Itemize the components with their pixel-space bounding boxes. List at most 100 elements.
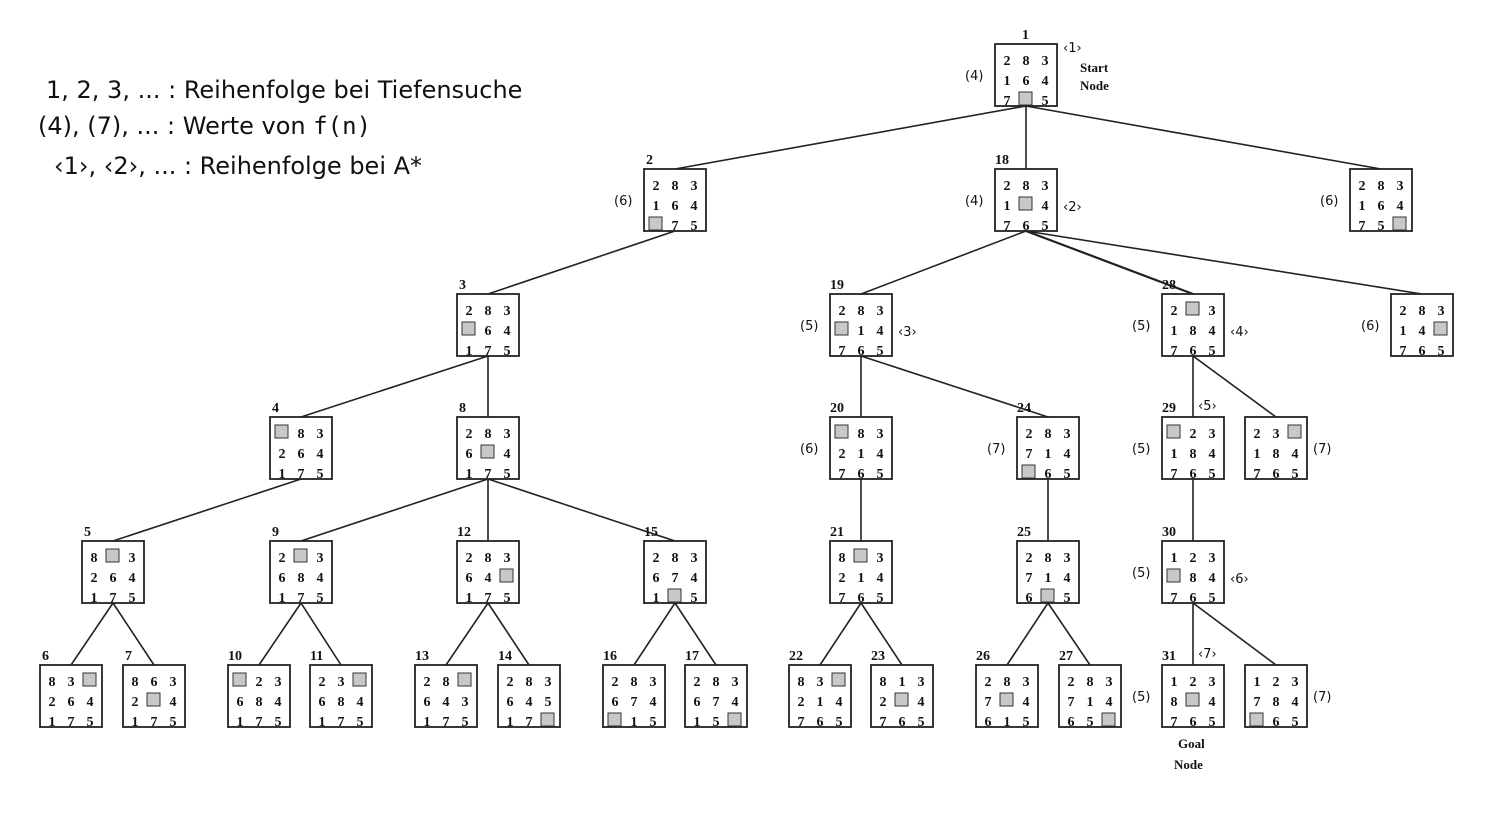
puzzle-cell: 4 bbox=[877, 447, 884, 462]
blank-tile-icon bbox=[648, 216, 663, 231]
tree-edge bbox=[860, 355, 1049, 418]
blank-tile-icon bbox=[540, 712, 555, 727]
puzzle-cell: 8 bbox=[1273, 695, 1280, 710]
goal-node-label-line2: Node bbox=[1174, 757, 1203, 772]
tree-edge bbox=[1192, 355, 1277, 418]
puzzle-cell: 7 bbox=[338, 715, 345, 730]
puzzle-cell: 1 bbox=[1045, 447, 1052, 462]
puzzle-cell: 5 bbox=[170, 715, 177, 730]
puzzle-cell: 5 bbox=[1438, 344, 1445, 359]
puzzle-cell: 1 bbox=[466, 344, 473, 359]
puzzle-cell: 3 bbox=[1023, 675, 1030, 690]
puzzle-cell: 6 bbox=[237, 695, 244, 710]
puzzle-cell: 6 bbox=[653, 571, 660, 586]
f-value: (7) bbox=[1313, 690, 1331, 705]
dfs-order-number: 7 bbox=[125, 649, 132, 664]
puzzle-cell: 1 bbox=[466, 591, 473, 606]
puzzle-cell: 8 bbox=[526, 675, 533, 690]
blank-tile-icon bbox=[1166, 424, 1181, 439]
dfs-order-number: 30 bbox=[1162, 525, 1176, 540]
f-value: (5) bbox=[1132, 442, 1150, 457]
puzzle-cell: 3 bbox=[504, 427, 511, 442]
puzzle-cell: 1 bbox=[858, 324, 865, 339]
f-value: (7) bbox=[1313, 442, 1331, 457]
puzzle-cell: 4 bbox=[1209, 695, 1216, 710]
puzzle-cell: 7 bbox=[672, 219, 679, 234]
puzzle-cell: 4 bbox=[1419, 324, 1426, 339]
blank-tile-icon bbox=[1249, 712, 1264, 727]
tree-edge bbox=[300, 355, 489, 418]
puzzle-cell: 6 bbox=[424, 695, 431, 710]
puzzle-cell: 8 bbox=[858, 304, 865, 319]
puzzle-cell: 7 bbox=[839, 344, 846, 359]
puzzle-cell: 6 bbox=[1273, 715, 1280, 730]
dfs-order-number: 14 bbox=[498, 649, 512, 664]
blank-tile-icon bbox=[1287, 424, 1302, 439]
blank-tile-icon bbox=[82, 672, 97, 687]
puzzle-cell: 6 bbox=[1190, 715, 1197, 730]
puzzle-cell: 5 bbox=[1292, 715, 1299, 730]
puzzle-cell: 7 bbox=[1004, 219, 1011, 234]
tree-edge bbox=[112, 602, 155, 666]
puzzle-cell: 6 bbox=[485, 324, 492, 339]
puzzle-cell: 6 bbox=[858, 467, 865, 482]
puzzle-cell: 4 bbox=[275, 695, 282, 710]
tree-edge bbox=[860, 602, 903, 666]
puzzle-cell: 1 bbox=[279, 591, 286, 606]
puzzle-cell: 3 bbox=[732, 675, 739, 690]
puzzle-cell: 7 bbox=[1254, 467, 1261, 482]
blank-tile-icon bbox=[853, 548, 868, 563]
puzzle-cell: 2 bbox=[91, 571, 98, 586]
blank-tile-icon bbox=[667, 588, 682, 603]
puzzle-cell: 1 bbox=[319, 715, 326, 730]
puzzle-cell: 2 bbox=[839, 304, 846, 319]
dfs-order-number: 6 bbox=[42, 649, 49, 664]
dfs-order-number: 27 bbox=[1059, 649, 1073, 664]
puzzle-cell: 5 bbox=[357, 715, 364, 730]
tree-edge bbox=[1025, 229, 1194, 296]
puzzle-cell: 5 bbox=[713, 715, 720, 730]
puzzle-cell: 1 bbox=[1400, 324, 1407, 339]
puzzle-cell: 3 bbox=[129, 551, 136, 566]
puzzle-cell: 2 bbox=[653, 551, 660, 566]
astar-order: ‹5› bbox=[1198, 399, 1217, 414]
puzzle-cell: 3 bbox=[462, 695, 469, 710]
legend-f-values: (4), (7), ... : Werte von f(n) bbox=[38, 112, 371, 140]
puzzle-cell: 1 bbox=[237, 715, 244, 730]
tree-edge bbox=[860, 230, 1027, 295]
legend-astar-order: ‹1›, ‹2›, ... : Reihenfolge bei A* bbox=[54, 152, 423, 180]
puzzle-cell: 6 bbox=[1023, 219, 1030, 234]
start-node-label-line1: Start bbox=[1080, 60, 1109, 75]
puzzle-cell: 5 bbox=[1209, 344, 1216, 359]
puzzle-cell: 5 bbox=[1064, 591, 1071, 606]
puzzle-cell: 3 bbox=[68, 675, 75, 690]
puzzle-cell: 3 bbox=[1209, 675, 1216, 690]
puzzle-cell: 7 bbox=[151, 715, 158, 730]
puzzle-cell: 7 bbox=[485, 467, 492, 482]
blank-tile-icon bbox=[1018, 91, 1033, 106]
puzzle-cell: 2 bbox=[466, 304, 473, 319]
puzzle-cell: 6 bbox=[507, 695, 514, 710]
puzzle-cell: 5 bbox=[691, 591, 698, 606]
puzzle-cell: 8 bbox=[1045, 427, 1052, 442]
blank-tile-icon bbox=[1018, 196, 1033, 211]
puzzle-cell: 1 bbox=[507, 715, 514, 730]
puzzle-cell: 6 bbox=[858, 591, 865, 606]
start-node-label-line2: Node bbox=[1080, 78, 1109, 93]
puzzle-cell: 3 bbox=[1042, 179, 1049, 194]
puzzle-cell: 6 bbox=[694, 695, 701, 710]
puzzle-cell: 5 bbox=[650, 715, 657, 730]
puzzle-cell: 5 bbox=[918, 715, 925, 730]
blank-tile-icon bbox=[1185, 301, 1200, 316]
blank-tile-icon bbox=[1433, 321, 1448, 336]
puzzle-cell: 1 bbox=[694, 715, 701, 730]
blank-tile-icon bbox=[232, 672, 247, 687]
puzzle-cell: 8 bbox=[713, 675, 720, 690]
puzzle-cell: 1 bbox=[466, 467, 473, 482]
puzzle-cell: 7 bbox=[798, 715, 805, 730]
blank-tile-icon bbox=[834, 424, 849, 439]
puzzle-cell: 8 bbox=[485, 427, 492, 442]
